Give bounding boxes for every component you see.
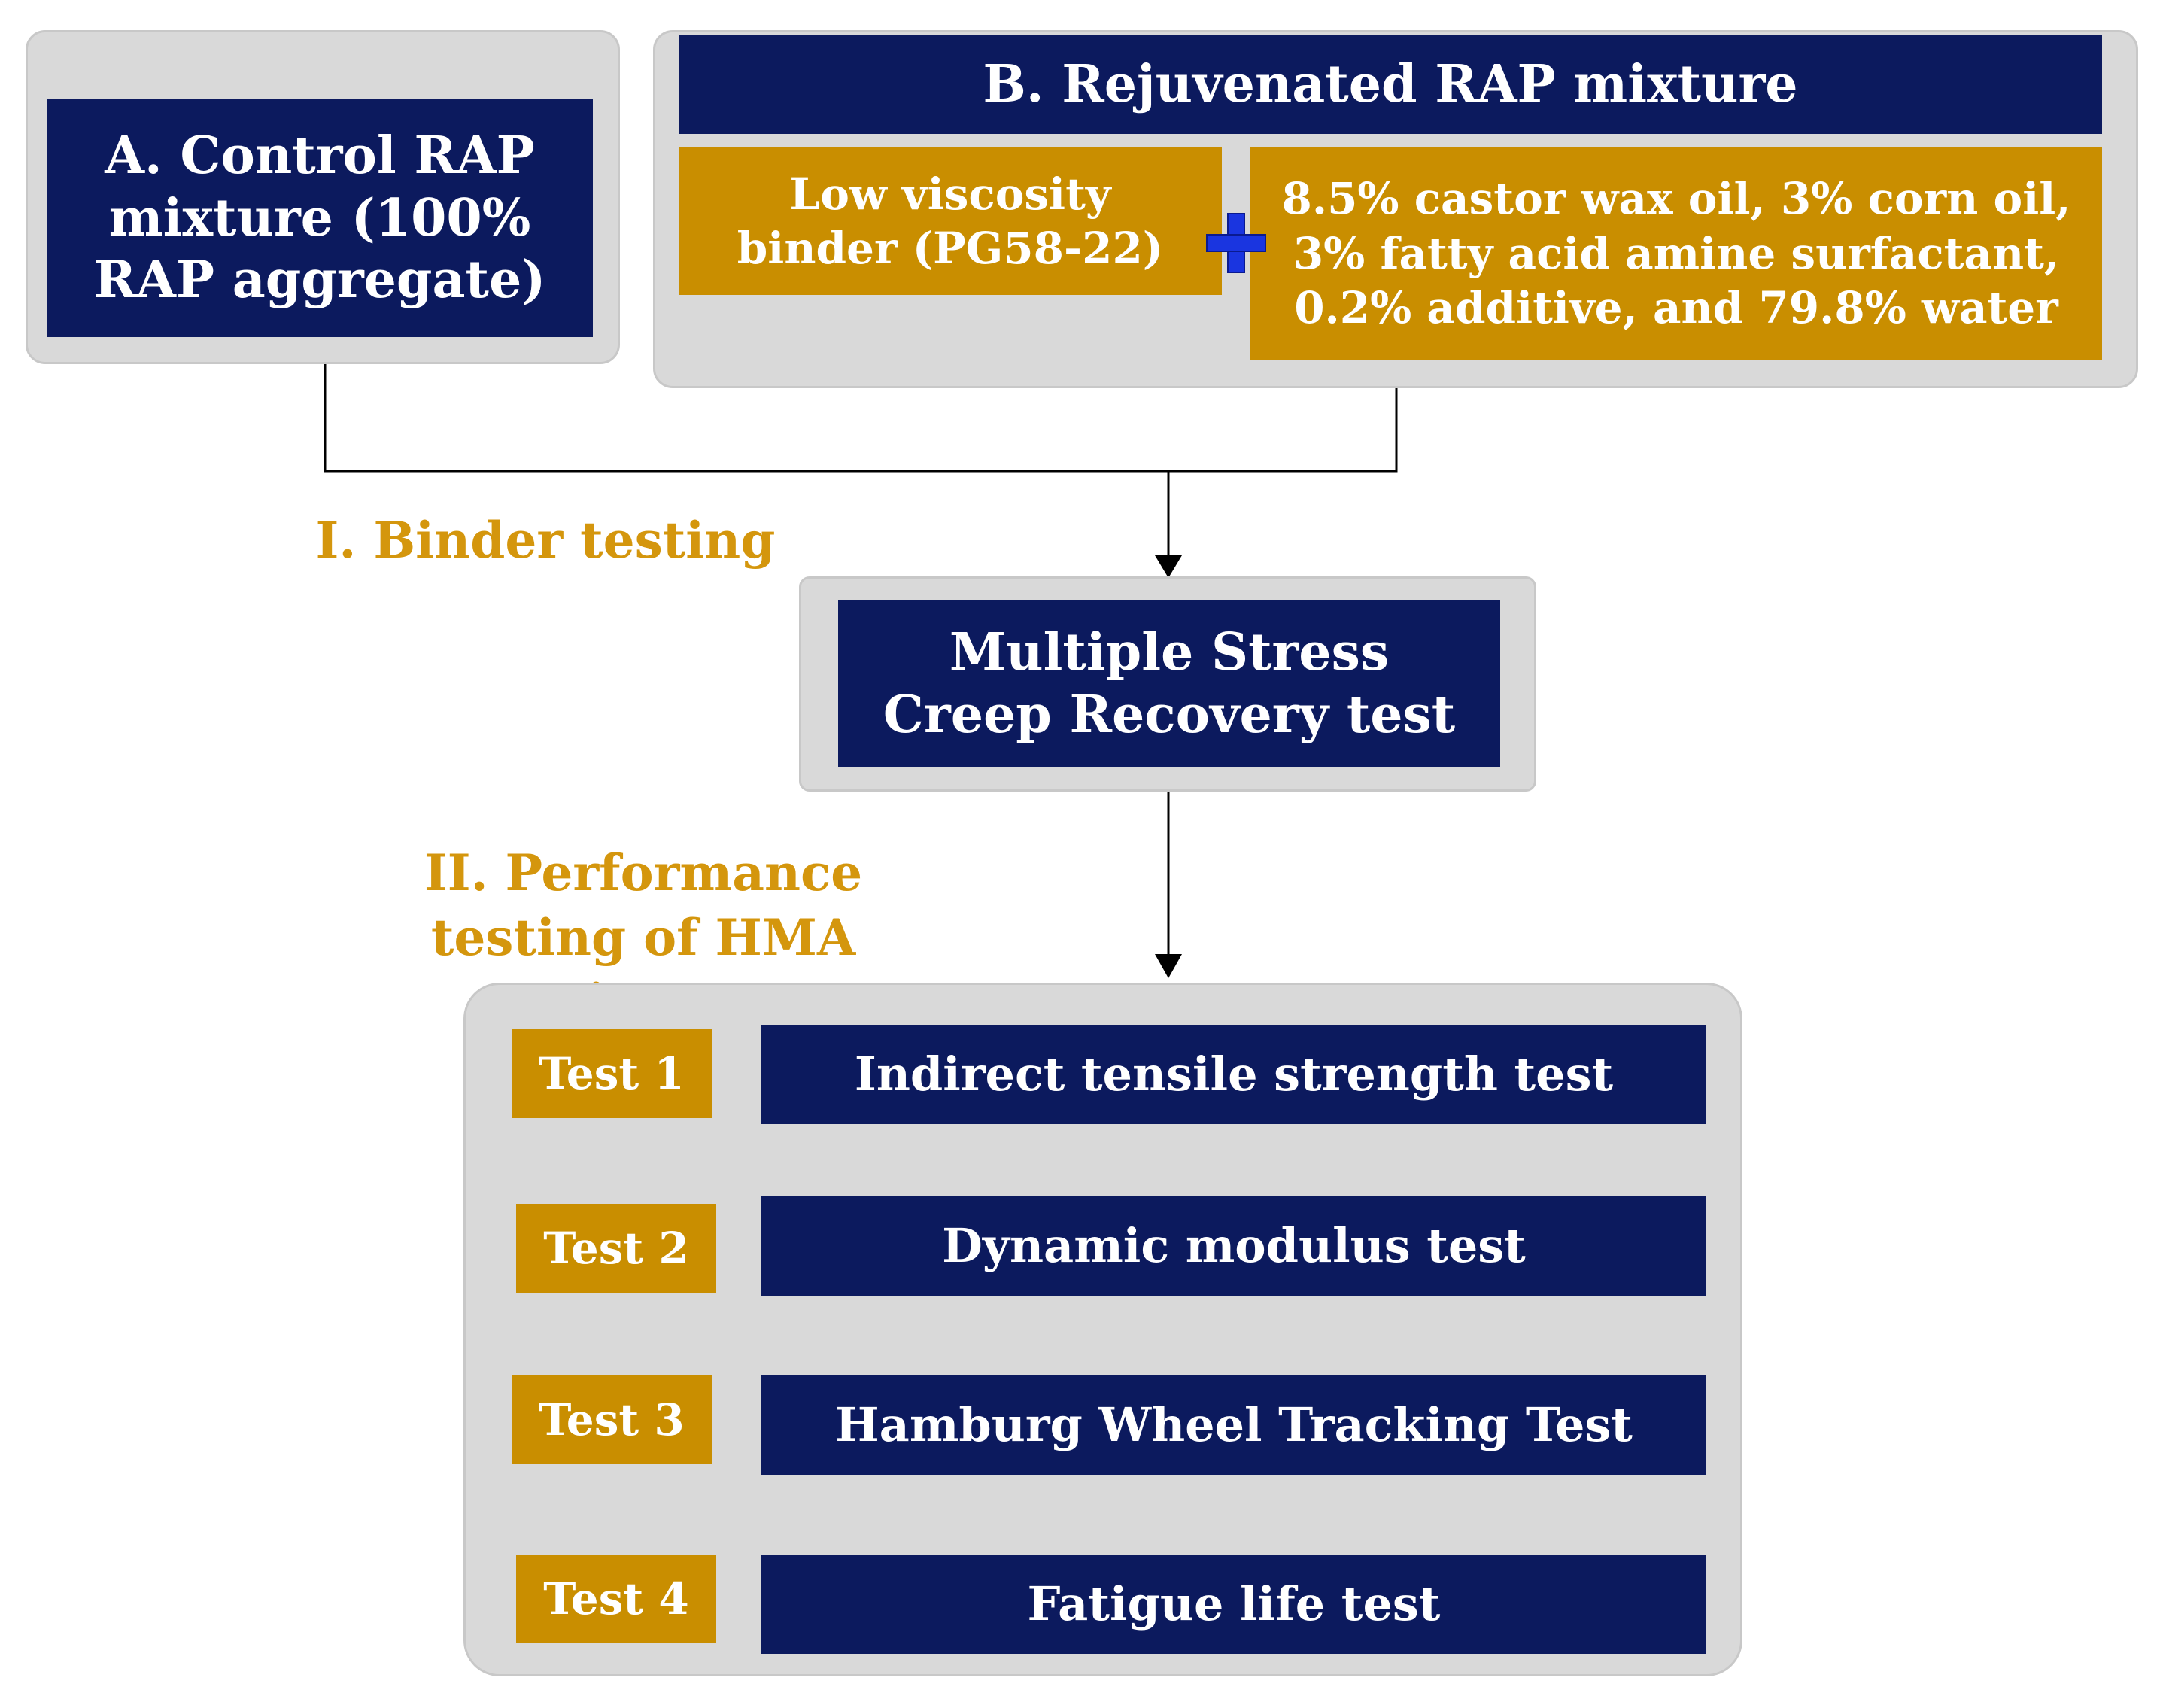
low-viscosity-binder-text: Low viscosity binder (PG58-22): [737, 168, 1164, 275]
test-name-box: Fatigue life test: [761, 1555, 1706, 1654]
rejuvenator-text: 8.5% castor wax oil, 3% corn oil, 3% fat…: [1281, 173, 2071, 334]
arrowhead-binder: [1155, 555, 1182, 578]
low-viscosity-binder-box: Low viscosity binder (PG58-22): [679, 147, 1222, 295]
test-name-box: Hamburg Wheel Tracking Test: [761, 1375, 1706, 1475]
connector-b-to-merge: [1168, 388, 1398, 473]
test-name-box: Dynamic modulus test: [761, 1196, 1706, 1296]
mscr-test-text: Multiple Stress Creep Recovery test: [883, 622, 1456, 745]
binder-testing-label: I. Binder testing: [315, 511, 776, 570]
arrowhead-performance: [1155, 954, 1182, 978]
mscr-test-box: Multiple Stress Creep Recovery test: [838, 600, 1500, 767]
connector-a-to-merge: [324, 364, 1168, 473]
test-badge: Test 2: [516, 1204, 716, 1293]
rejuvenated-mixture-header: B. Rejuvenated RAP mixture: [679, 35, 2102, 134]
rejuvenator-box: 8.5% castor wax oil, 3% corn oil, 3% fat…: [1250, 147, 2102, 360]
test-badge: Test 4: [516, 1555, 716, 1643]
control-mixture-title: A. Control RAP mixture (100% RAP aggrega…: [93, 125, 546, 311]
control-mixture-box: A. Control RAP mixture (100% RAP aggrega…: [47, 99, 593, 337]
test-name-box: Indirect tensile strength test: [761, 1025, 1706, 1124]
rejuvenated-mixture-title: B. Rejuvenated RAP mixture: [983, 53, 1798, 114]
test-badge: Test 3: [512, 1375, 712, 1464]
test-badge: Test 1: [512, 1029, 712, 1118]
plus-icon: [1202, 209, 1270, 277]
